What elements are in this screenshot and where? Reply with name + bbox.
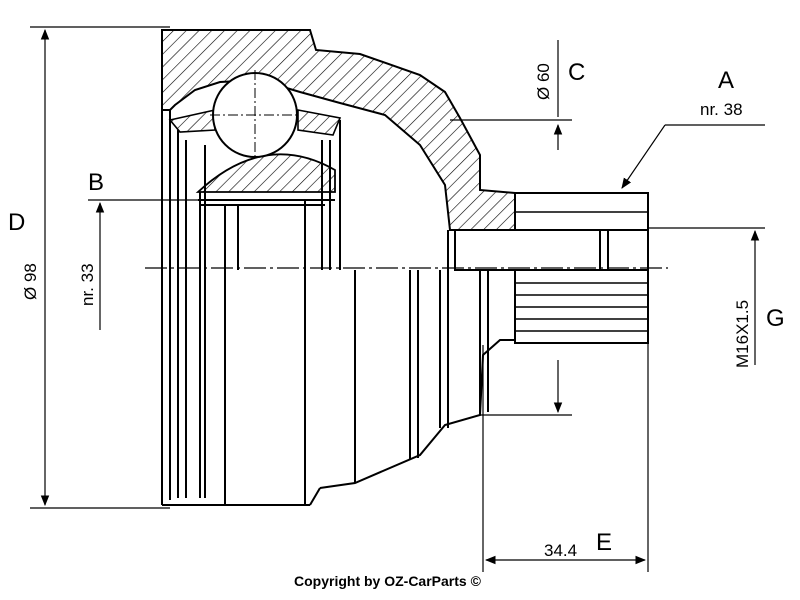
- label-d: D: [8, 209, 25, 236]
- cage-upper-left: [168, 109, 216, 133]
- label-e: E: [596, 529, 612, 556]
- label-c-dim: Ø 60: [534, 63, 553, 100]
- label-e-dim: 34.4: [544, 541, 577, 560]
- dimension-e: [482, 228, 649, 572]
- label-g-thread: M16X1.5: [733, 300, 752, 368]
- dimension-a: [621, 124, 765, 189]
- label-b-nr: nr. 33: [78, 263, 97, 306]
- label-c: C: [568, 59, 585, 86]
- dimension-c: [450, 40, 572, 416]
- label-a: A: [718, 67, 734, 94]
- copyright-text: Copyright by OZ-CarParts ©: [294, 573, 482, 589]
- inner-race: [195, 153, 336, 193]
- dimension-b: [88, 199, 200, 330]
- label-d-dim: Ø 98: [21, 263, 40, 300]
- label-g: G: [766, 305, 785, 332]
- cage-upper-right: [297, 109, 342, 136]
- label-b: B: [88, 169, 104, 196]
- label-a-nr: nr. 38: [700, 100, 743, 119]
- dimension-g: [648, 227, 765, 365]
- dimension-d: [30, 26, 170, 509]
- housing-section: [161, 29, 649, 231]
